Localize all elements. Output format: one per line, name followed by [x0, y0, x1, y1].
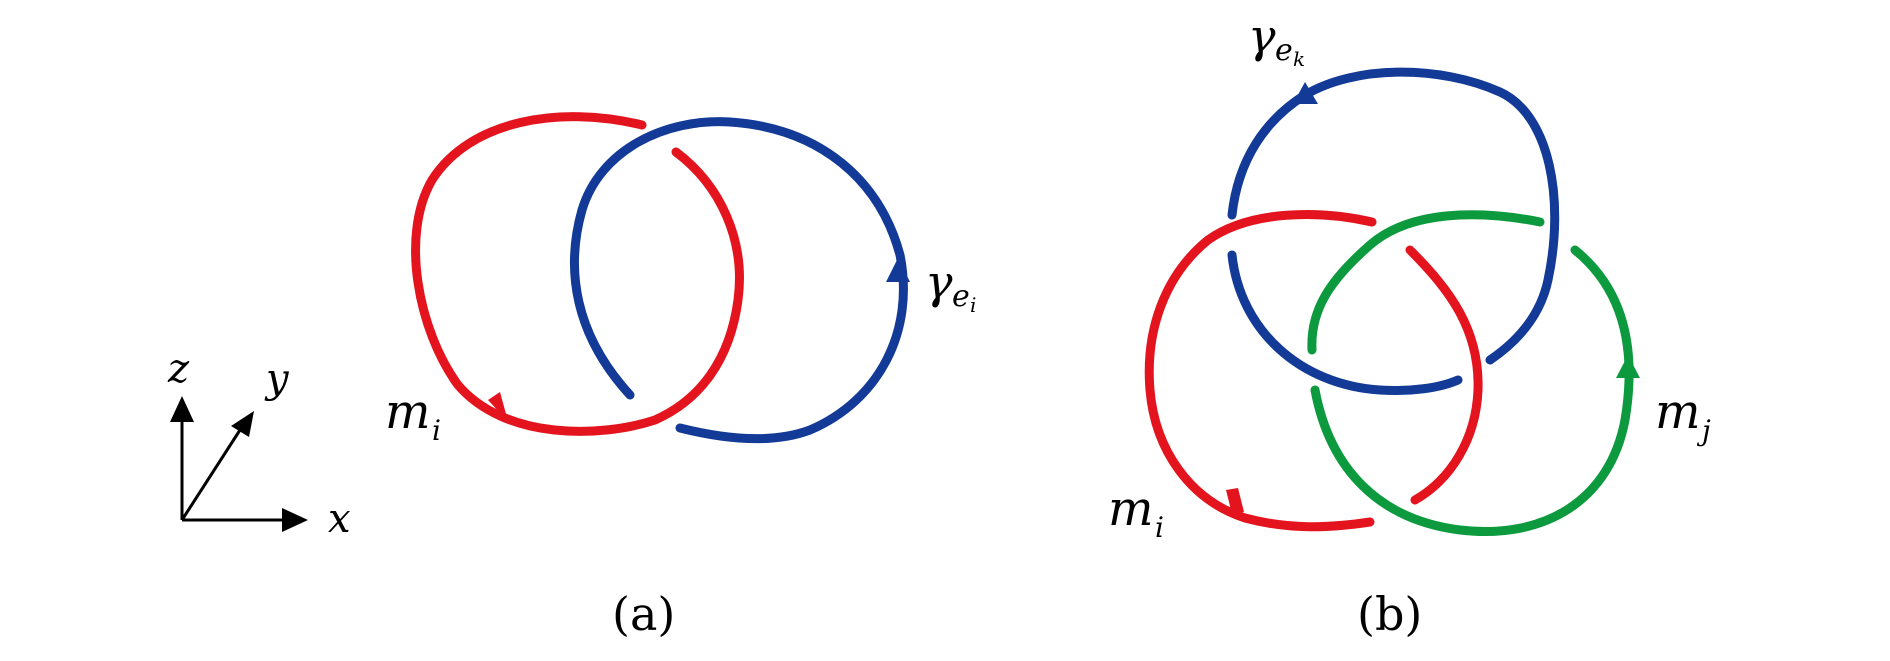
loop-b-blue-arrow-icon	[1293, 82, 1318, 104]
caption-b: (b)	[1357, 587, 1422, 641]
coordinate-axes: z y x	[167, 346, 351, 542]
loop-a-blue-arrow-icon	[886, 258, 910, 282]
y-axis-label: y	[264, 356, 290, 402]
loop-a-blue-main	[570, 117, 908, 444]
svg-text:i: i	[1155, 511, 1164, 544]
x-arrowhead-icon	[282, 508, 308, 532]
svg-text:m: m	[1655, 384, 1701, 440]
svg-text:i: i	[432, 414, 441, 447]
svg-text:e: e	[952, 279, 970, 314]
loop-a-red-arrow-icon	[488, 392, 510, 424]
svg-text:m: m	[385, 384, 431, 440]
loop-b-red	[1144, 210, 1377, 532]
label-m-i-b: m i	[1108, 481, 1164, 544]
y-axis	[180, 429, 242, 521]
loop-b-green-lower	[1310, 245, 1634, 536]
svg-text:i: i	[970, 293, 976, 317]
y-arrowhead-icon	[231, 411, 254, 437]
svg-text:e: e	[1275, 33, 1293, 68]
panel-b: γ e k m i m j (b)	[1108, 9, 1711, 641]
panel-a: m i γ e i (a)	[385, 112, 976, 641]
z-axis-label: z	[167, 346, 190, 392]
svg-text:k: k	[1293, 47, 1305, 71]
loop-b-green-arrow-icon	[1616, 355, 1640, 378]
loop-a-red-left	[411, 112, 744, 436]
loop-b-red-arrow-icon	[1226, 488, 1244, 514]
loop-b-blue	[1227, 67, 1560, 365]
x-axis-label: x	[328, 496, 351, 542]
label-gamma-e-i: γ e i	[925, 255, 976, 317]
caption-a: (a)	[612, 587, 675, 641]
svg-text:γ: γ	[925, 255, 953, 309]
z-arrowhead-icon	[170, 396, 194, 422]
label-m-j: m j	[1655, 384, 1711, 447]
loop-b-blue-lower	[1227, 250, 1463, 395]
label-m-i-a: m i	[385, 384, 441, 447]
loop-b-red-inner	[1405, 245, 1483, 505]
loop-b-green	[1307, 210, 1545, 355]
svg-text:m: m	[1108, 481, 1154, 537]
svg-text:γ: γ	[1248, 9, 1276, 63]
label-gamma-e-k: γ e k	[1248, 9, 1305, 71]
